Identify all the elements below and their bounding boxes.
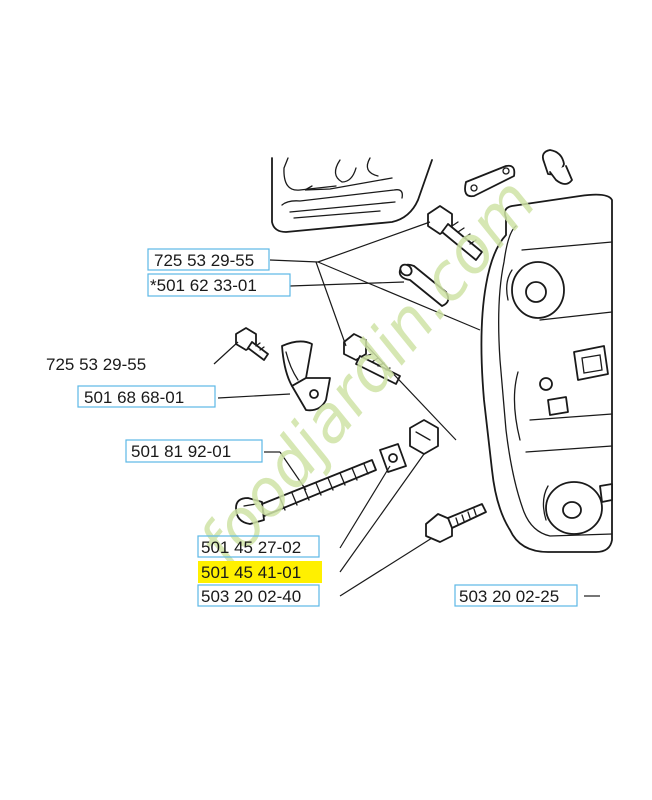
link-and-nut [464, 149, 573, 198]
label-frame [147, 273, 291, 297]
label-frame [77, 385, 216, 408]
guide-plate [281, 340, 331, 412]
sleeve-pin [398, 263, 450, 307]
adjuster-nut [409, 419, 439, 455]
part-number-label: 501 68 68-01 [84, 388, 184, 407]
part-number-label: 501 45 27-02 [201, 538, 301, 557]
bolt-top [427, 205, 483, 261]
highlight-marker [198, 561, 322, 583]
bolt-middle [343, 333, 401, 385]
part-number-label: 501 81 92-01 [131, 442, 231, 461]
small-bolt-left [235, 327, 269, 361]
part-number-label: 725 53 29-55 [154, 251, 254, 270]
part-number-label: *501 62 33-01 [150, 276, 257, 295]
part-number-label: 503 20 02-40 [201, 587, 301, 606]
label-frame [197, 584, 320, 607]
label-frame [125, 439, 263, 463]
part-labels: 725 53 29-55 *501 62 33-01 725 53 29-55 … [46, 248, 578, 607]
clutch-cover [480, 193, 613, 553]
square-nut [379, 443, 407, 473]
part-number-label-highlighted: 501 45 41-01 [201, 563, 301, 582]
part-number-label: 503 20 02-25 [459, 587, 559, 606]
part-number-label: 725 53 29-55 [46, 355, 146, 374]
top-cover-fragment [271, 157, 433, 233]
bolt-lower [425, 503, 487, 543]
label-frame [454, 584, 578, 607]
tension-screw [235, 459, 377, 525]
label-frame [147, 248, 270, 271]
label-frame [197, 535, 320, 558]
leader-lines [213, 221, 600, 597]
